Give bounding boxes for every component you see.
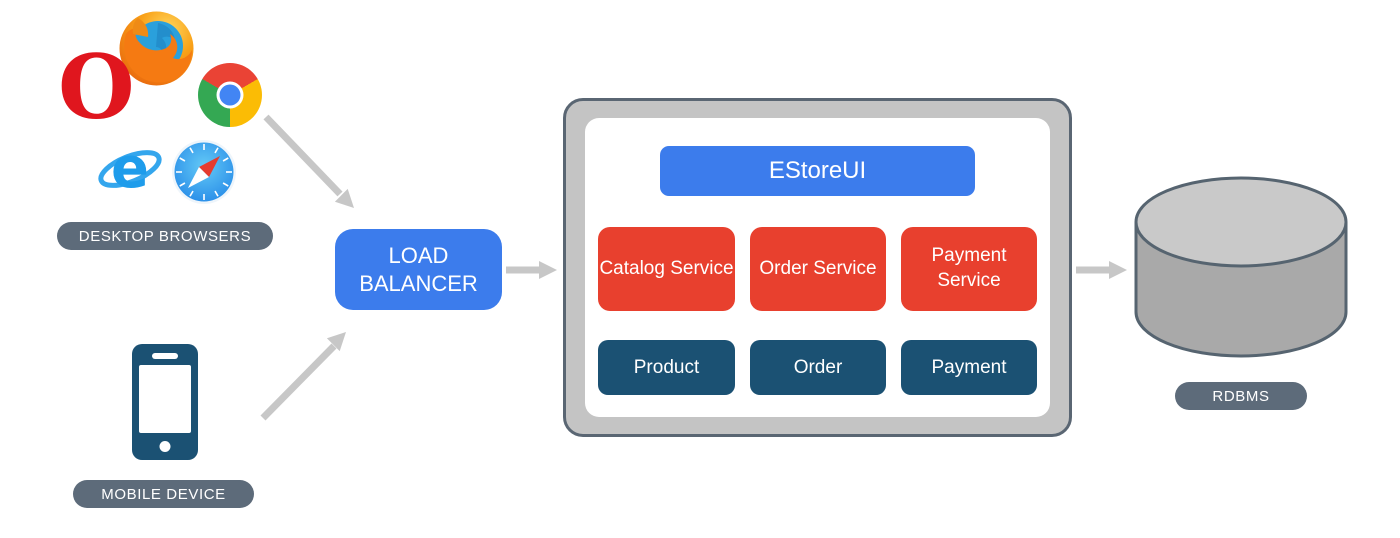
estore-app-container: EStoreUI Catalog Service Order Service P… <box>563 98 1072 437</box>
safari-icon <box>172 140 236 204</box>
load-balancer-node: LOAD BALANCER <box>335 229 502 310</box>
order-module-node: Order <box>750 340 886 395</box>
order-service-node: Order Service <box>750 227 886 311</box>
arrow-app-to-database <box>1076 261 1127 279</box>
chrome-icon-core <box>219 84 241 106</box>
database-cylinder-icon <box>1134 176 1348 358</box>
safari-needle-white <box>188 167 209 188</box>
mobile-device-label: MOBILE DEVICE <box>73 480 254 508</box>
product-module-node: Product <box>598 340 735 395</box>
phone-screen <box>139 365 191 433</box>
phone-home-button <box>159 441 171 452</box>
estore-ui-label: EStoreUI <box>768 157 867 184</box>
desktop-browsers-group: O e <box>0 0 300 260</box>
desktop-browsers-label: DESKTOP BROWSERS <box>57 222 273 250</box>
safari-tick-marks <box>176 144 232 200</box>
internet-explorer-icon: e <box>98 136 162 200</box>
estore-ui-node: EStoreUI <box>660 146 975 196</box>
payment-service-node: Payment Service <box>901 227 1037 311</box>
estore-app-inner: EStoreUI Catalog Service Order Service P… <box>585 118 1050 417</box>
mobile-device-icon <box>132 344 198 460</box>
catalog-service-node: Catalog Service <box>598 227 735 311</box>
arrow-loadbalancer-to-app <box>506 261 557 279</box>
safari-needle-red <box>199 156 220 177</box>
phone-speaker <box>152 353 178 359</box>
rdbms-label: RDBMS <box>1175 382 1307 410</box>
chrome-icon <box>198 63 262 127</box>
load-balancer-label: LOAD BALANCER <box>359 242 478 296</box>
firefox-icon <box>119 11 194 86</box>
payment-module-node: Payment <box>901 340 1037 395</box>
arrow-mobile-to-loadbalancer <box>260 332 346 421</box>
svg-text:e: e <box>111 136 149 200</box>
opera-icon: O <box>58 35 135 139</box>
